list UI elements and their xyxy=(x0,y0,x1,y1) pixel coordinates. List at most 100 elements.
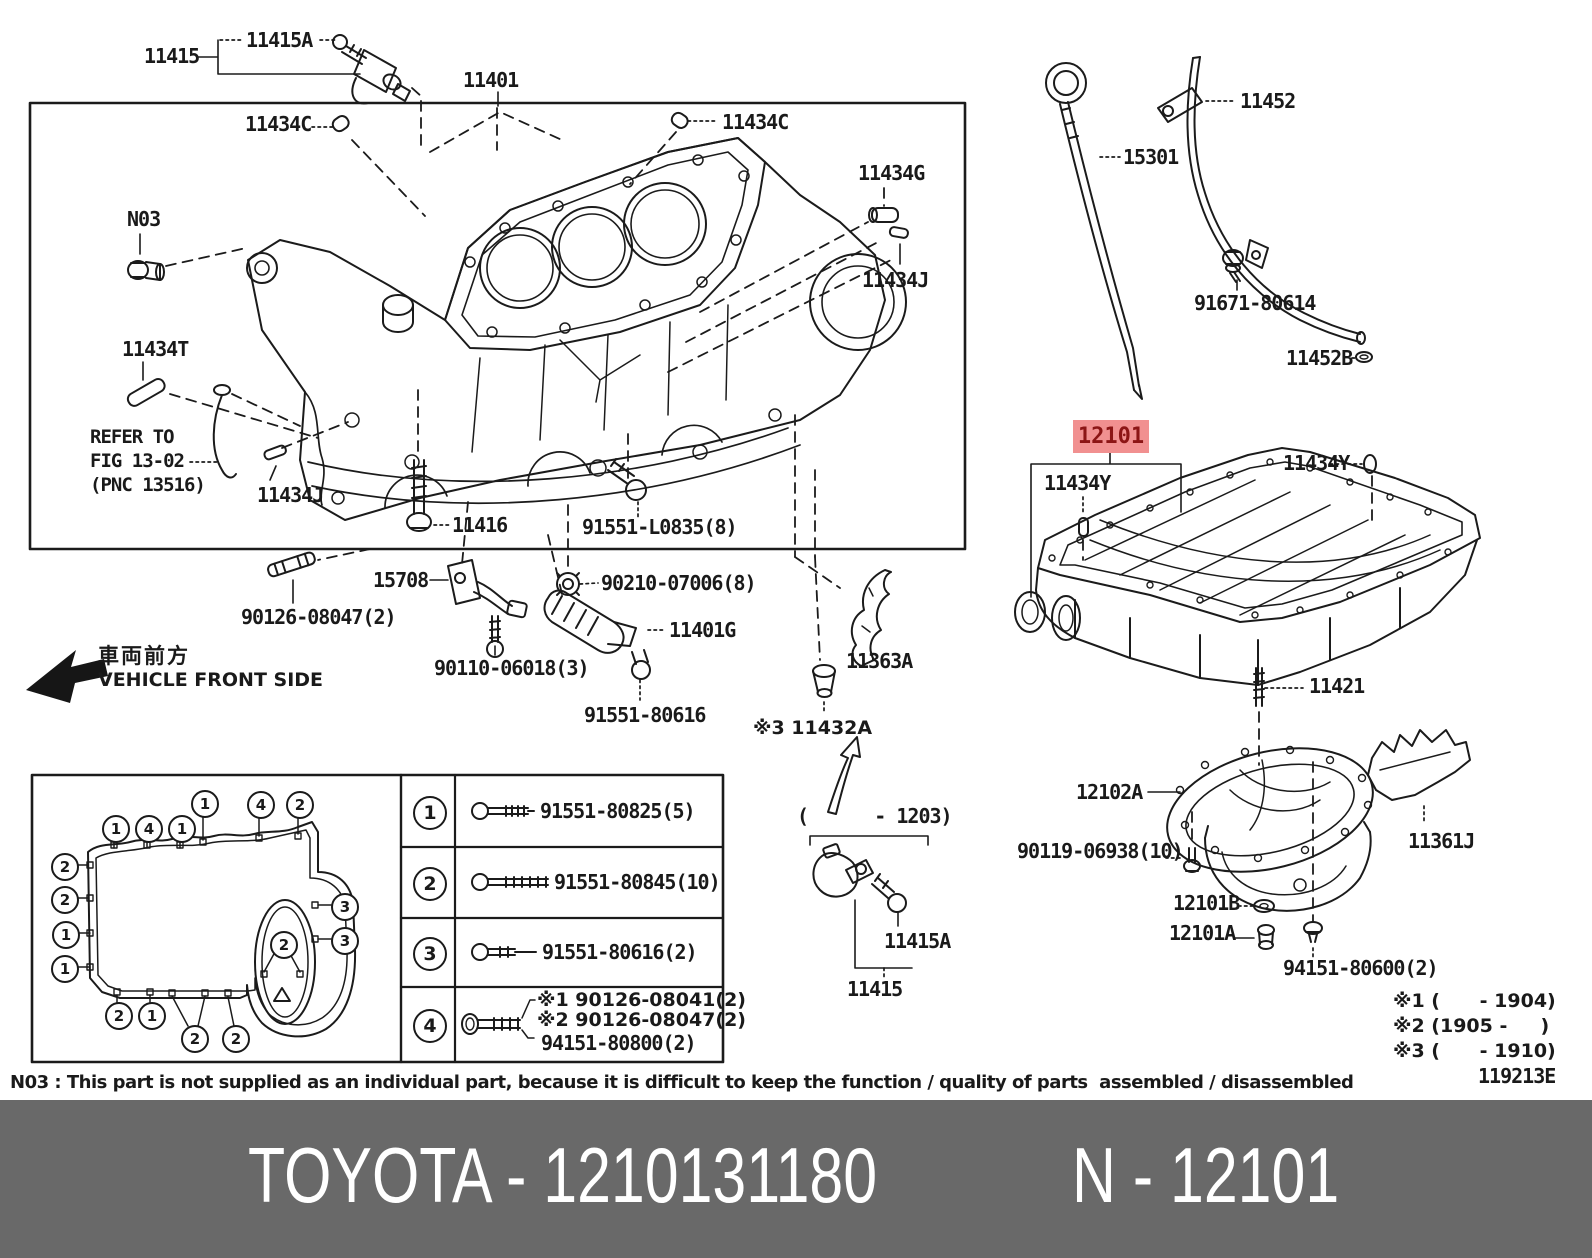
label-11434J-right: 11434J xyxy=(862,268,929,292)
pin-11434j-right xyxy=(888,226,909,239)
bolt-90110 xyxy=(486,615,504,658)
banner-pnc: N - 12101 xyxy=(1072,1130,1340,1219)
gasket-callout: 2 xyxy=(270,931,298,959)
oil-pipe-refer xyxy=(212,384,237,479)
label-11434T: 11434T xyxy=(122,337,189,361)
plug-11434c-left xyxy=(331,115,350,133)
gasket-callout: 2 xyxy=(222,1025,250,1053)
plug-n03 xyxy=(127,260,165,281)
label-11361J: 11361J xyxy=(1408,829,1475,853)
gasket-callout: 2 xyxy=(51,886,79,914)
bolt-94151 xyxy=(1303,921,1323,943)
pointer-arrow-11432A xyxy=(827,736,861,815)
label-12101-highlighted: 12101 xyxy=(1073,420,1149,453)
label-15708: 15708 xyxy=(373,568,429,592)
label-range-1203: ( - 1203) xyxy=(797,804,953,828)
label-11363A: 11363A xyxy=(846,649,913,673)
gasket-callout: 4 xyxy=(135,815,163,843)
sensor-15708 xyxy=(447,559,528,619)
legend-part-4a: ※1 90126-08041(2) xyxy=(537,989,746,1011)
bolt-91551-L0835 xyxy=(607,458,647,501)
label-12101A: 12101A xyxy=(1169,921,1236,945)
label-11434J-left: 11434J xyxy=(257,483,324,507)
vehicle-front-arrow xyxy=(26,650,108,703)
label-11434Y-left: 11434Y xyxy=(1044,471,1111,495)
label-12101B: 12101B xyxy=(1173,891,1240,915)
label-11434C-right: 11434C xyxy=(722,110,789,134)
dotted-leaders xyxy=(189,39,1425,978)
label-doc-code: 119213E xyxy=(1478,1064,1556,1088)
gasket-callout: 4 xyxy=(247,791,275,819)
oring-11434y-right xyxy=(1363,454,1377,474)
gasket-callout: 1 xyxy=(138,1002,166,1030)
label-11415A-top: 11415A xyxy=(246,28,313,52)
label-vehicle-front-jp: 車両前方 xyxy=(98,644,190,668)
label-90110-06018: 90110-06018(3) xyxy=(434,656,590,680)
bolt-90119 xyxy=(1183,847,1201,873)
label-91551-80616: 91551-80616 xyxy=(584,703,706,727)
stud-90126 xyxy=(267,551,316,578)
guide-tube-11452 xyxy=(1157,56,1366,345)
label-11432A: ※3 11432A xyxy=(753,717,873,739)
label-11401: 11401 xyxy=(463,68,519,92)
banner-part-number: TOYOTA - 1210131180 xyxy=(248,1130,878,1219)
legend-part-3: 91551-80616(2) xyxy=(542,940,698,964)
socket-11432A xyxy=(812,664,836,698)
oil-pressure-switch-11415 xyxy=(332,34,411,105)
legend-part-4c: 94151-80800(2) xyxy=(541,1031,697,1055)
oring-11452B xyxy=(1355,351,1373,363)
washer-12101B xyxy=(1253,899,1275,913)
oil-pan-12101 xyxy=(1014,447,1481,686)
label-90126-08047: 90126-08047(2) xyxy=(241,605,397,629)
label-91551-L0835: 91551-L0835(8) xyxy=(582,515,738,539)
label-90119-06938: 90119-06938(10) xyxy=(1017,839,1184,863)
bolt-91551-80616 xyxy=(631,649,651,680)
legend-num-3: 3 xyxy=(413,937,447,971)
label-note2: ※2 (1905 - ) xyxy=(1393,1015,1550,1037)
label-11434G: 11434G xyxy=(858,161,925,185)
label-N03: N03 xyxy=(127,207,161,231)
gasket-callout: 2 xyxy=(105,1002,133,1030)
legend-bolt-icons xyxy=(461,802,549,1039)
label-note3: ※3 ( - 1910) xyxy=(1393,1040,1556,1062)
bolt-11416 xyxy=(406,459,432,532)
gasket-callout: 1 xyxy=(52,921,80,949)
pin-11434y-left xyxy=(1078,517,1089,537)
label-note1: ※1 ( - 1904) xyxy=(1393,990,1556,1012)
label-11415-bottom: 11415 xyxy=(847,977,903,1001)
gasket-callout: 1 xyxy=(51,955,79,983)
legend-num-4: 4 xyxy=(413,1009,447,1043)
label-11434Y-right: 11434Y xyxy=(1283,451,1350,475)
gasket-callout: 2 xyxy=(181,1025,209,1053)
label-vehicle-front-en: VEHICLE FRONT SIDE xyxy=(98,669,324,691)
legend-part-1: 91551-80825(5) xyxy=(540,799,696,823)
gasket-callout: 1 xyxy=(102,815,130,843)
pin-11434j-left xyxy=(263,444,287,461)
label-11415-top: 11415 xyxy=(144,44,200,68)
bolt-11415A-old xyxy=(871,873,907,913)
bracket-11363A xyxy=(850,569,892,667)
gasket-callout: 3 xyxy=(331,893,359,921)
label-15301: 15301 xyxy=(1123,145,1179,169)
label-94151-80600: 94151-80600(2) xyxy=(1283,956,1439,980)
legend-part-2: 91551-80845(10) xyxy=(554,870,721,894)
plug-12101A xyxy=(1257,924,1275,950)
baffle-11361J xyxy=(1367,729,1471,801)
legend-num-1: 1 xyxy=(413,796,447,830)
dashed-leaders xyxy=(165,87,1373,923)
sensor-11415-old xyxy=(812,843,874,898)
gasket-callout: 3 xyxy=(331,927,359,955)
legend-part-4b: ※2 90126-08047(2) xyxy=(537,1009,746,1031)
stud-11421 xyxy=(1253,667,1265,707)
footer-note: N03 : This part is not supplied as an in… xyxy=(10,1072,1354,1093)
label-11452B: 11452B xyxy=(1286,346,1353,370)
solid-leaders xyxy=(139,39,1255,969)
plug-11434g xyxy=(868,207,899,223)
dipstick-15301 xyxy=(1045,62,1143,400)
gasket-12102A xyxy=(1166,745,1374,873)
label-11434C-left: 11434C xyxy=(245,112,312,136)
gasket-callout: 2 xyxy=(51,853,79,881)
